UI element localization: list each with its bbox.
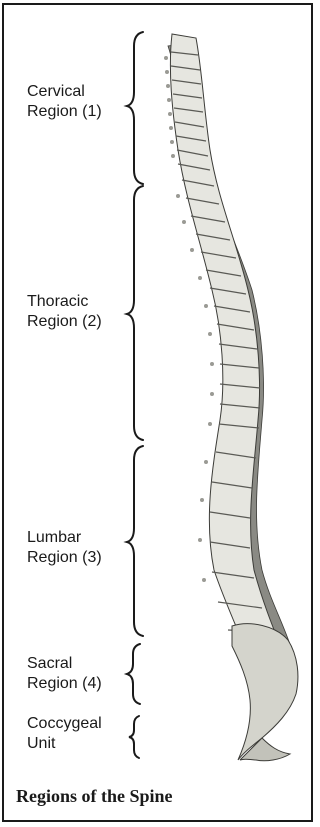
brace-coccygeal — [129, 716, 139, 758]
brace-sacral — [127, 644, 140, 704]
vertebral-body-column — [170, 34, 282, 660]
sacrum — [232, 624, 298, 760]
brace-lumbar — [127, 446, 143, 636]
brace-cervical — [127, 32, 143, 184]
figure-caption: Regions of the Spine — [16, 786, 173, 807]
spine-illustration — [164, 34, 298, 761]
brace-thoracic — [127, 186, 143, 440]
region-braces — [127, 32, 143, 758]
